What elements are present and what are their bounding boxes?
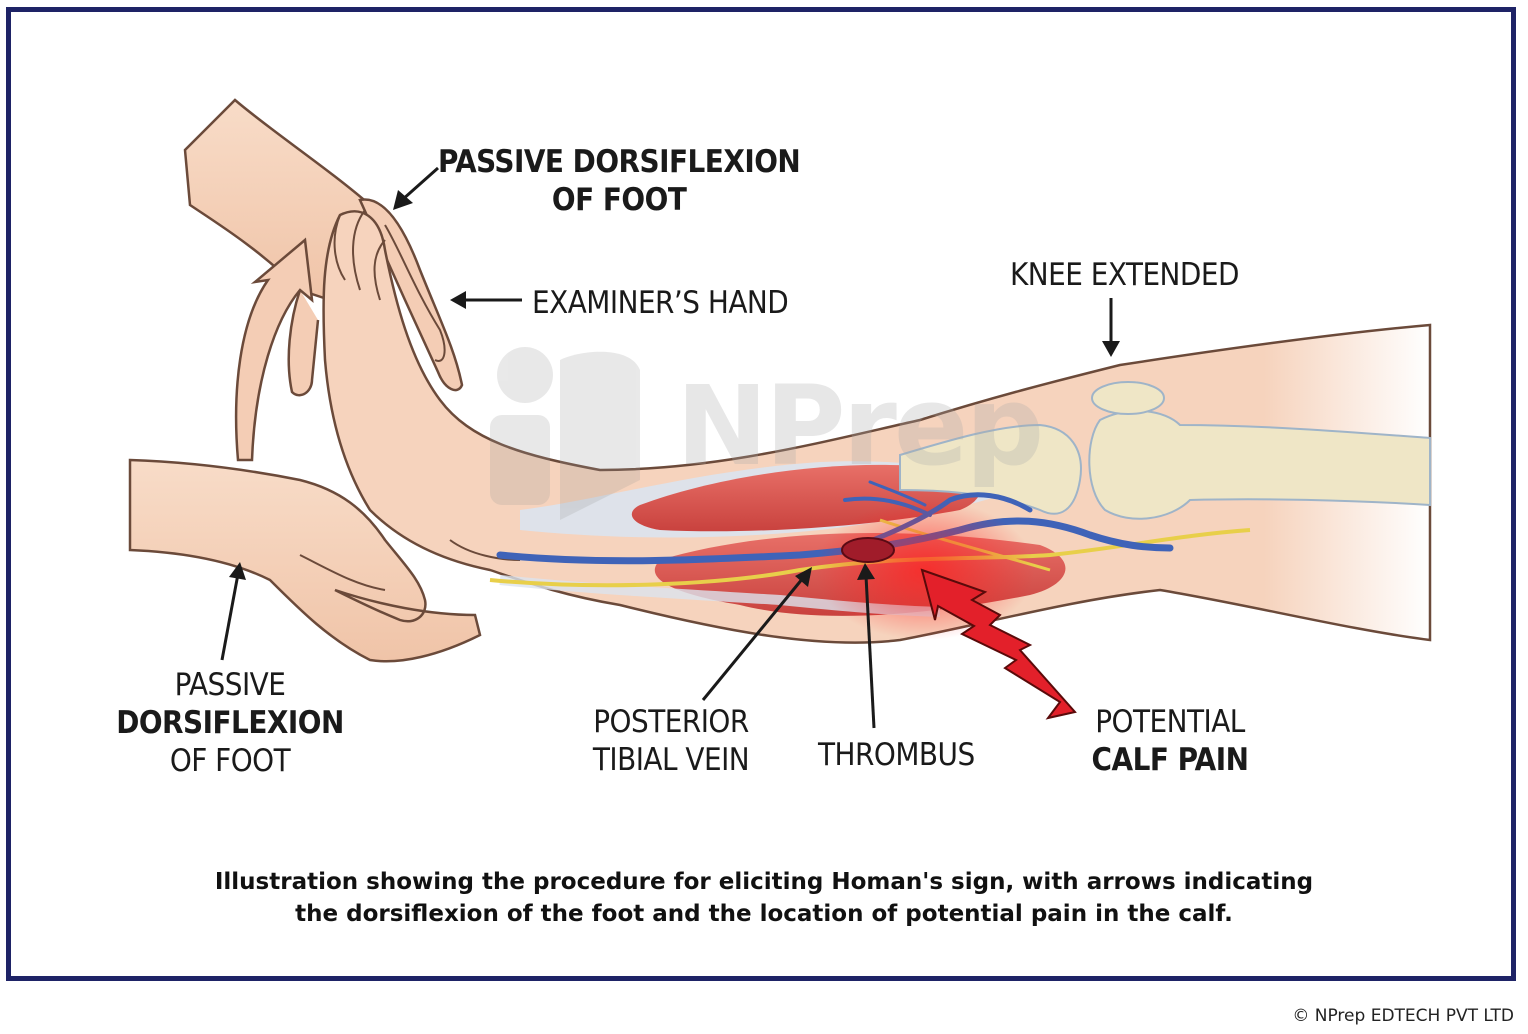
pointer-arrows xyxy=(220,166,1120,729)
label-line: OF FOOT xyxy=(551,182,687,218)
caption-line: the dorsiflexion of the foot and the loc… xyxy=(295,901,1233,927)
dorsiflexion-curved-arrow xyxy=(234,237,314,462)
caption-line: Illustration showing the procedure for e… xyxy=(214,869,1314,895)
label-knee-extended: KNEE EXTENDED xyxy=(1010,257,1240,293)
label-line: POSTERIOR xyxy=(593,704,749,740)
label-line: POTENTIAL xyxy=(1095,704,1245,740)
label-passive-dorsiflexion-bottom: PASSIVE DORSIFLEXION OF FOOT xyxy=(100,666,360,780)
label-examiners-hand: EXAMINER’S HAND xyxy=(532,285,789,321)
label-potential-calf-pain: POTENTIAL CALF PAIN xyxy=(1080,703,1260,779)
label-line: TIBIAL VEIN xyxy=(592,742,750,778)
label-passive-dorsiflexion-top: PASSIVE DORSIFLEXION OF FOOT xyxy=(438,143,801,219)
label-line: DORSIFLEXION xyxy=(116,705,344,741)
label-line: PASSIVE DORSIFLEXION xyxy=(438,144,801,180)
copyright-notice: © NPrep EDTECH PVT LTD xyxy=(1292,1006,1514,1026)
label-line: CALF PAIN xyxy=(1091,742,1249,778)
label-line: OF FOOT xyxy=(169,743,291,779)
label-thrombus: THROMBUS xyxy=(818,737,975,773)
label-posterior-tibial-vein: POSTERIOR TIBIAL VEIN xyxy=(568,703,774,779)
figure-caption: Illustration showing the procedure for e… xyxy=(60,866,1468,930)
examiner-lower-hand xyxy=(128,458,482,663)
label-line: PASSIVE xyxy=(174,667,286,703)
watermark-text: NPrep xyxy=(676,362,1044,490)
thrombus-clot xyxy=(841,537,895,563)
knee-bones xyxy=(899,381,1431,520)
watermark-logo xyxy=(490,347,640,520)
calf-pain-lightning-arrow xyxy=(920,568,1077,720)
